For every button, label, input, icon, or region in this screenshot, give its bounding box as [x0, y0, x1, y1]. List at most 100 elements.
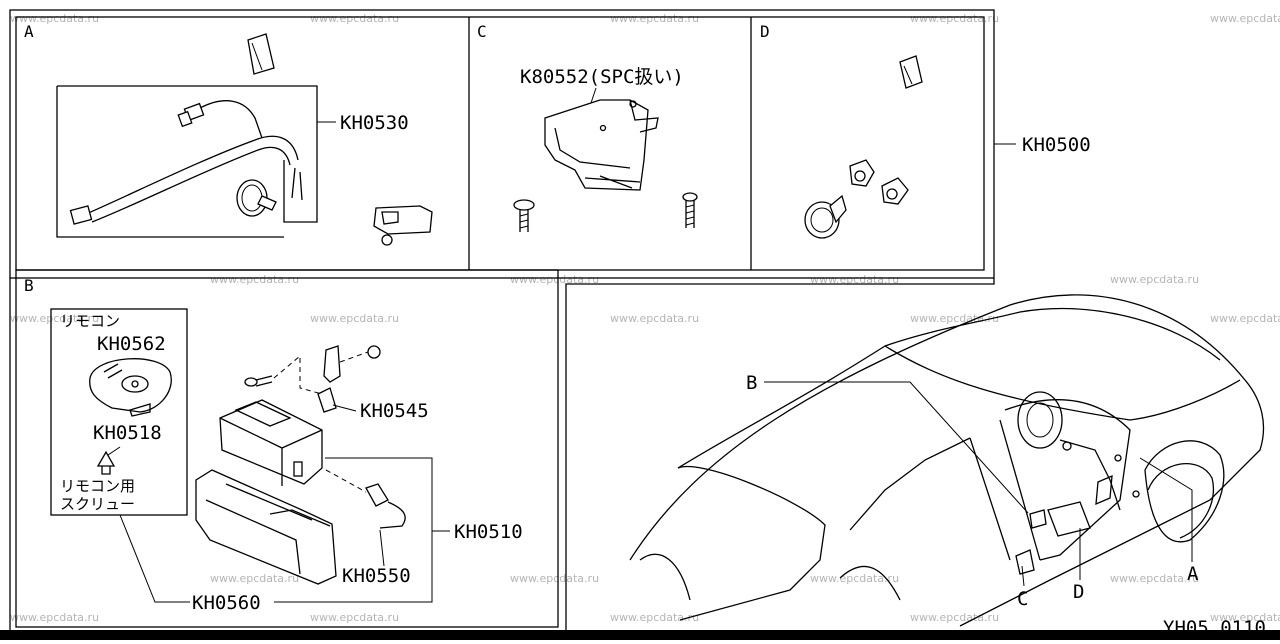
- wire-end: [291, 167, 303, 201]
- harness-route: [325, 469, 367, 493]
- callout-a-leader: [1139, 457, 1193, 562]
- remote-key-clip: [129, 403, 151, 417]
- control-unit-terminal: [293, 461, 303, 477]
- vehicle-view: B A C D: [629, 294, 1265, 627]
- pad-edge: [903, 65, 913, 85]
- clamp-tab: [829, 194, 847, 224]
- clip: [881, 177, 909, 205]
- clip-hole: [854, 170, 866, 182]
- screw-head: [682, 192, 698, 202]
- car-rear-window: [677, 465, 826, 621]
- pad-edge: [251, 42, 263, 71]
- lock-bracket: [373, 205, 433, 235]
- kit-bracket: [274, 457, 433, 603]
- remote-key-button: [121, 375, 149, 393]
- bottom-bar: [0, 630, 1280, 640]
- part-number-kh0500: KH0500: [1022, 134, 1091, 156]
- spare-tire: [1017, 391, 1063, 449]
- remote-key-led: [131, 380, 139, 388]
- watermark: www.epcdata.ru: [610, 12, 699, 25]
- watermark: www.epcdata.ru: [310, 611, 399, 624]
- panel-label-a: A: [24, 22, 34, 41]
- wire-harness: [91, 146, 291, 223]
- pad-part: [247, 33, 275, 75]
- hose-clamp: [241, 184, 263, 212]
- bolt-head: [244, 377, 258, 387]
- connector: [69, 205, 93, 225]
- car-wheel-arch: [639, 553, 901, 601]
- actuator-hole: [629, 100, 637, 108]
- harness-clip: [1132, 490, 1140, 498]
- leader-line: [379, 529, 385, 567]
- clip-location: [1095, 474, 1113, 506]
- bolt-thread: [519, 213, 529, 229]
- mount-bracket: [323, 345, 341, 383]
- watermark: www.epcdata.ru: [510, 572, 599, 585]
- remote-key-slot: [103, 363, 123, 379]
- watermark: www.epcdata.ru: [10, 611, 99, 624]
- callout-b-leader: [764, 381, 1029, 514]
- car-wheel-inner: [1147, 462, 1214, 539]
- unit-cover-edge: [205, 483, 313, 575]
- trunk-lock-actuator: [544, 99, 649, 191]
- part-number-kh0560: KH0560: [192, 592, 261, 614]
- panel-label-d: D: [760, 22, 770, 41]
- car-body-outline: [629, 294, 1265, 627]
- remote-screw-shank: [101, 466, 111, 475]
- control-unit-top: [234, 401, 292, 427]
- lock-bracket-slot: [381, 211, 399, 225]
- watermark: www.epcdata.ru: [10, 12, 99, 25]
- remote-screw-label: スクリュー: [60, 495, 135, 513]
- watermark: www.epcdata.ru: [310, 12, 399, 25]
- watermark: www.epcdata.ru: [610, 611, 699, 624]
- car-wheel: [1144, 440, 1225, 543]
- wire-harness: [85, 135, 299, 215]
- callout-a: A: [1187, 563, 1199, 585]
- watermark: www.epcdata.ru: [10, 312, 99, 325]
- actuator-bracket: [629, 99, 659, 133]
- panel-frames: [9, 9, 995, 635]
- car-roof-line: [677, 307, 1221, 469]
- panel-label-b: B: [24, 276, 34, 295]
- pad-part: [899, 55, 923, 89]
- watermark: www.epcdata.ru: [1110, 273, 1199, 286]
- inner-frame-top: [15, 16, 985, 271]
- callout-c: C: [1017, 588, 1028, 610]
- watermark: www.epcdata.ru: [210, 572, 299, 585]
- mounting-route: [339, 351, 369, 363]
- remote-key: [89, 358, 172, 413]
- panel-b: リモコン KH0562 KH0518 リモコン用 スクリュー KH0560 KH…: [50, 308, 523, 614]
- remote-screw-head: [96, 450, 116, 467]
- panel-b-frame: [15, 269, 559, 628]
- part-number-kh0518: KH0518: [93, 422, 162, 444]
- clip: [849, 159, 875, 187]
- callout-d: D: [1073, 581, 1084, 603]
- leader-line: [332, 404, 357, 412]
- lock-bracket-location: [1015, 549, 1035, 575]
- spare-tire-hub: [1026, 402, 1054, 438]
- watermark: www.epcdata.ru: [610, 312, 699, 325]
- watermark: www.epcdata.ru: [310, 312, 399, 325]
- panel-a: KH0530: [56, 33, 433, 246]
- leader-line: [119, 514, 190, 603]
- part-number-kh0550: KH0550: [342, 565, 411, 587]
- connector-plug: [177, 110, 193, 128]
- mount-nut: [367, 345, 381, 359]
- watermarks: www.epcdata.ru www.epcdata.ru www.epcdat…: [10, 12, 1280, 624]
- watermark: www.epcdata.ru: [910, 12, 999, 25]
- callout-c-leader: [1021, 565, 1025, 587]
- panel-d: KH0500: [804, 55, 1091, 239]
- remote-screw-label: リモコン用: [60, 477, 135, 495]
- watermark: www.epcdata.ru: [810, 273, 899, 286]
- part-number-kh0562: KH0562: [97, 333, 166, 355]
- leader-line: [107, 446, 121, 456]
- car-roof-line: [884, 345, 1241, 421]
- harness-clip: [1062, 441, 1072, 451]
- clip-hole: [886, 188, 898, 200]
- control-unit-edge: [219, 417, 323, 486]
- part-number-kh0510: KH0510: [454, 521, 523, 543]
- bolt-shank: [255, 375, 273, 387]
- remote-title: リモコン: [60, 312, 120, 330]
